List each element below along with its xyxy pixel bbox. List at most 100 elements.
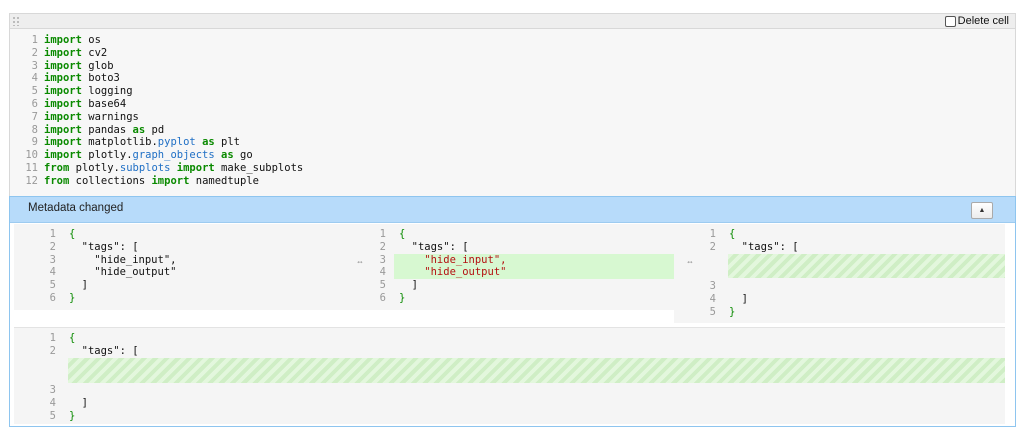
code-token: "hide_output" <box>399 266 507 279</box>
merge-arrow-icon[interactable]: ⇔ <box>686 257 694 266</box>
base-line-numbers: 1 2 3 4 5 6 <box>49 228 56 304</box>
code-token: as <box>221 149 234 162</box>
code-token: import <box>44 97 82 110</box>
base-pane: 1 2 3 4 5 6 { "tags": [ "hide_input", "h… <box>14 224 344 310</box>
code-token: plotly. <box>69 161 120 174</box>
code-token: ] <box>729 292 748 305</box>
code-token: import <box>44 123 82 136</box>
local-code: { "tags": [ "hide_input", "hide_output" … <box>399 228 506 305</box>
code-line: "hide_input", <box>69 254 176 267</box>
code-line: import glob <box>44 60 303 73</box>
code-token: "tags": [ <box>69 240 139 253</box>
merge-arrow-icon[interactable]: ⇔ <box>356 257 364 266</box>
local-pane: ⇔ 1 2 3 4 5 6 { "tags": [ "hide_input", … <box>344 224 674 310</box>
code-token: "hide_input", <box>69 253 177 266</box>
code-token: pandas <box>81 123 133 136</box>
code-token: make_subplots <box>214 161 304 174</box>
code-line: import boto3 <box>44 72 303 85</box>
code-token: import <box>44 85 82 98</box>
code-token: "hide_output" <box>69 266 177 279</box>
merged-pane[interactable]: 1 2 { "tags": [ 3 4 5 ]} <box>14 327 1005 424</box>
code-line: "tags": [ <box>729 241 799 254</box>
code-token: go <box>233 149 253 162</box>
code-token: as <box>202 136 215 149</box>
code-line: ] <box>729 293 748 306</box>
code-line: { <box>729 228 799 241</box>
code-token: logging <box>81 85 133 98</box>
merged-code-bottom[interactable]: ]} <box>69 384 88 422</box>
code-line: "tags": [ <box>399 241 506 254</box>
code-token: os <box>81 34 101 46</box>
local-added-highlight <box>394 253 674 280</box>
code-token: import <box>44 59 82 72</box>
delete-cell-toggle[interactable]: Delete cell <box>944 14 1009 29</box>
code-token: import <box>44 46 82 59</box>
code-token: } <box>729 305 736 318</box>
code-token: subplots <box>119 161 171 174</box>
cell-toolbar: Delete cell <box>9 13 1016 29</box>
base-code: { "tags": [ "hide_input", "hide_output" … <box>69 228 176 305</box>
remote-line-numbers-top: 1 2 <box>709 228 716 253</box>
code-token: } <box>69 409 76 422</box>
code-line: } <box>69 410 88 423</box>
code-token: } <box>399 291 406 304</box>
code-line: from plotly.subplots import make_subplot… <box>44 162 303 175</box>
code-token: { <box>729 228 736 240</box>
code-token: ] <box>69 396 88 409</box>
code-token: "tags": [ <box>729 240 799 253</box>
code-token: from <box>44 174 70 187</box>
code-line: import pandas as pd <box>44 124 303 137</box>
code-token: namedtuple <box>189 174 259 187</box>
code-token: import <box>176 161 215 174</box>
code-token: boto3 <box>81 72 120 85</box>
code-token: matplotlib. <box>81 136 158 149</box>
collapse-button[interactable]: ▲ <box>971 202 993 219</box>
code-line: from collections import namedtuple <box>44 175 303 188</box>
code-token: } <box>69 291 76 304</box>
code-line: ] <box>399 279 506 292</box>
code-line: "hide_input", <box>399 254 506 267</box>
code-token: warnings <box>81 110 139 123</box>
code-token: import <box>44 34 82 46</box>
code-line: import logging <box>44 85 303 98</box>
merged-insertion-placeholder <box>68 358 1005 383</box>
code-token: plotly. <box>81 149 133 162</box>
code-token: import <box>44 110 82 123</box>
merged-code-top[interactable]: { "tags": [ <box>69 332 139 358</box>
drag-handle-icon[interactable] <box>12 16 20 26</box>
code-token: pyplot <box>157 136 196 149</box>
code-line <box>729 280 748 293</box>
code-token: "hide_input", <box>399 253 507 266</box>
code-token: "tags": [ <box>69 344 139 357</box>
merged-line-numbers-top: 1 2 <box>49 332 56 357</box>
code-token: plt <box>214 136 241 149</box>
code-token: base64 <box>81 97 127 110</box>
code-token: glob <box>81 59 114 72</box>
code-token: import <box>44 149 82 162</box>
metadata-title: Metadata changed <box>28 202 124 214</box>
code-token: cv2 <box>81 46 108 59</box>
code-token: graph_objects <box>132 149 215 162</box>
code-token: from <box>44 161 70 174</box>
code-token: import <box>151 174 190 187</box>
code-line: "tags": [ <box>69 345 139 358</box>
code-token: { <box>69 332 76 344</box>
code-token: collections <box>69 174 152 187</box>
code-token: as <box>132 123 146 136</box>
code-token: { <box>399 228 406 240</box>
code-line: } <box>729 306 748 319</box>
delete-cell-checkbox[interactable] <box>944 16 956 27</box>
code-line: import plotly.graph_objects as go <box>44 149 303 162</box>
code-token: { <box>69 228 76 240</box>
code-line: ] <box>69 279 176 292</box>
code-line: "hide_output" <box>69 266 176 279</box>
code-line: import base64 <box>44 98 303 111</box>
local-line-numbers: 1 2 3 4 5 6 <box>379 228 386 304</box>
metadata-header: Metadata changed ▲ <box>10 197 1015 223</box>
code-line: { <box>69 332 139 345</box>
code-line <box>69 384 88 397</box>
code-token: ] <box>69 279 88 292</box>
line-number-gutter: 1 2 3 4 5 6 7 8 9 10 11 12 <box>25 34 38 187</box>
